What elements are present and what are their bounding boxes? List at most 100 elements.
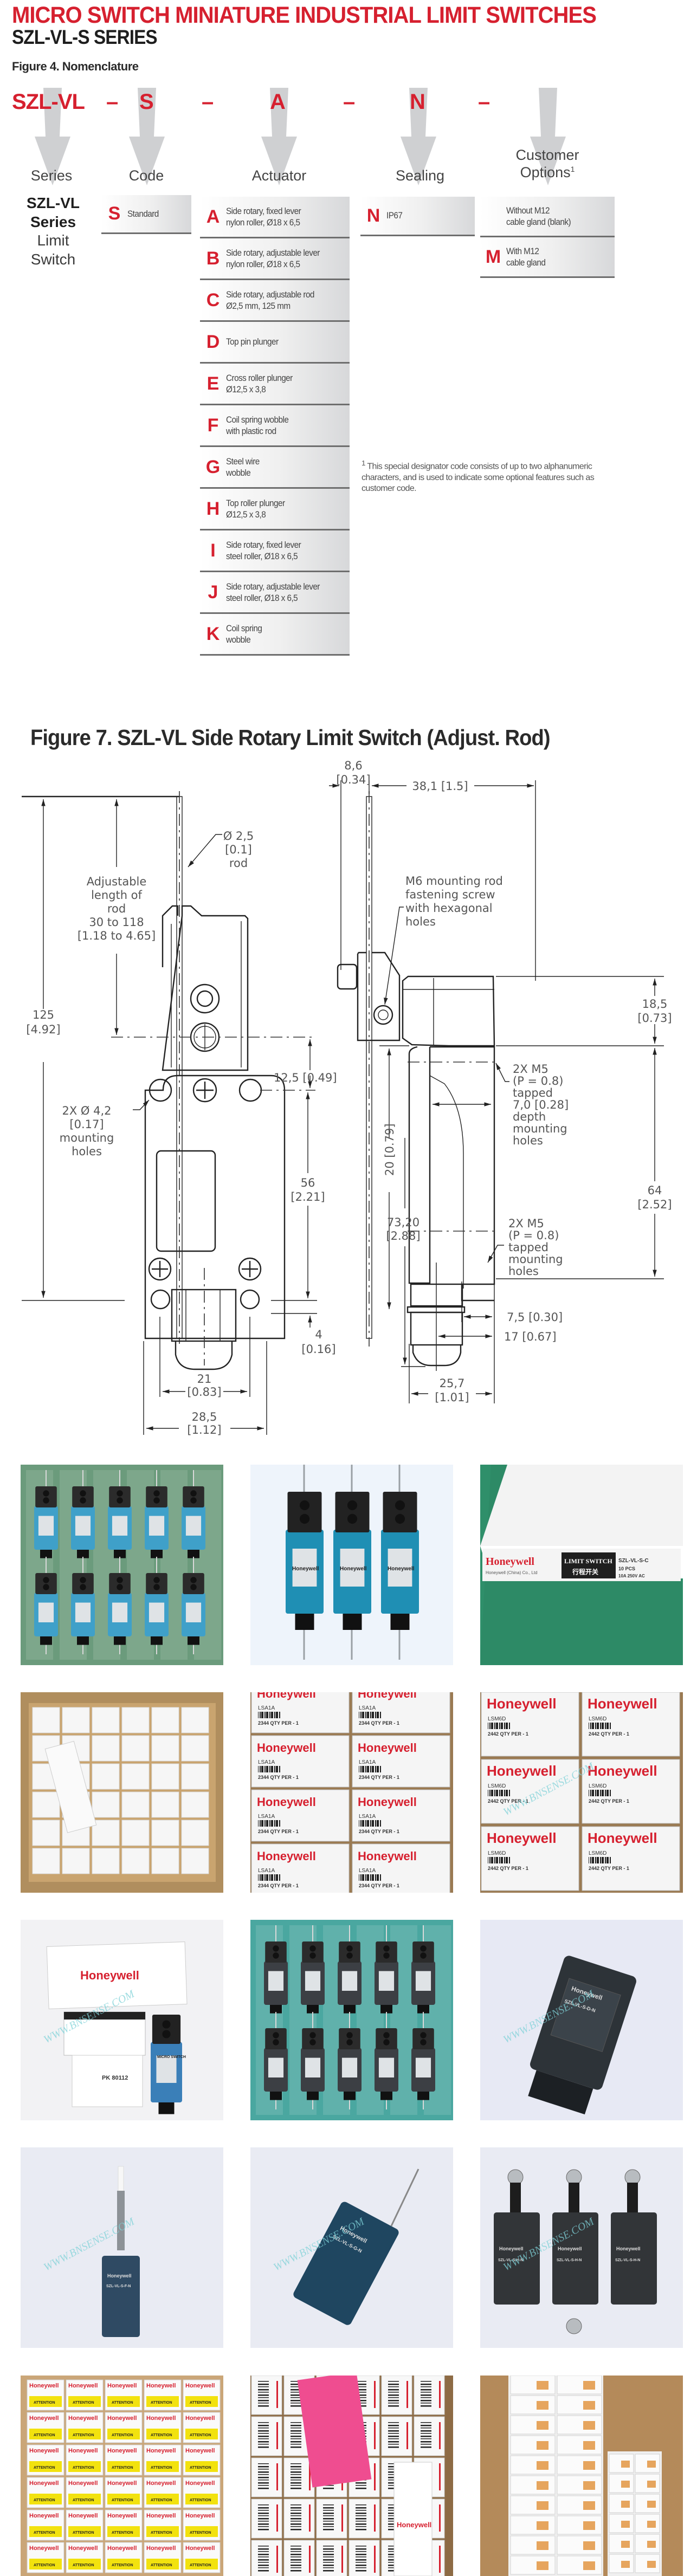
svg-text:Honeywell: Honeywell (257, 1692, 316, 1700)
option-letter: H (206, 498, 220, 519)
code-dash: – (202, 90, 214, 114)
svg-text:ATTENTION: ATTENTION (73, 2433, 94, 2437)
svg-text:2344 QTY PER - 1: 2344 QTY PER - 1 (359, 1829, 399, 1834)
mounting-hole (149, 1078, 172, 1102)
product-photo-black-switches-in-tray (250, 1920, 453, 2120)
m6-screw-label: M6 mounting rod (405, 875, 503, 888)
svg-text:ATTENTION: ATTENTION (112, 2466, 133, 2470)
svg-text:ATTENTION: ATTENTION (190, 2401, 211, 2405)
svg-text:Honeywell: Honeywell (29, 2448, 59, 2454)
option-description: Standard (127, 208, 159, 219)
svg-text:Honeywell: Honeywell (358, 1741, 417, 1755)
svg-text:ATTENTION: ATTENTION (34, 2499, 55, 2502)
svg-text:LSM6D: LSM6D (488, 1850, 506, 1856)
switch-body-side (408, 1046, 495, 1302)
m5-depth-label: 2X M5 (513, 1063, 548, 1076)
svg-text:Honeywell: Honeywell (388, 1566, 415, 1572)
svg-text:[0.1]: [0.1] (225, 843, 252, 856)
svg-text:LSA1A: LSA1A (359, 1814, 376, 1820)
svg-text:ATTENTION: ATTENTION (112, 2531, 133, 2535)
dim-12-5: 12,5 [0.49] (274, 1071, 337, 1084)
svg-text:tapped: tapped (508, 1241, 548, 1254)
svg-text:[1.12]: [1.12] (187, 1423, 221, 1436)
product-photo-carton-of-white-boxes (21, 1692, 223, 1893)
svg-text:[1.18 to 4.65]: [1.18 to 4.65] (78, 929, 156, 942)
svg-text:ATTENTION: ATTENTION (151, 2401, 172, 2405)
svg-text:with hexagonal: with hexagonal (405, 902, 493, 915)
option-letter: K (206, 623, 220, 644)
svg-text:[0.16]: [0.16] (301, 1343, 335, 1356)
svg-text:depth: depth (513, 1110, 546, 1123)
svg-text:ATTENTION: ATTENTION (190, 2433, 211, 2437)
svg-text:2442 QTY PER - 1: 2442 QTY PER - 1 (589, 1798, 629, 1804)
svg-text:SZL-VL-S-H-N: SZL-VL-S-H-N (498, 2258, 523, 2262)
front-view: 125 [4.92] Adjustable length of rod 30 t… (22, 791, 337, 1436)
svg-text:rod: rod (107, 902, 126, 915)
figure-7-title: Figure 7. SZL-VL Side Rotary Limit Switc… (30, 725, 551, 750)
label-window (156, 1150, 216, 1252)
svg-text:2344 QTY PER - 1: 2344 QTY PER - 1 (359, 1883, 399, 1888)
product-photo-carton-with-labelled-boxes (480, 2376, 683, 2576)
svg-text:LSM6D: LSM6D (589, 1783, 606, 1789)
code-dash: – (478, 90, 490, 114)
svg-text:[0.34]: [0.34] (336, 773, 370, 786)
svg-text:holes: holes (513, 1134, 543, 1147)
svg-text:fastening screw: fastening screw (405, 888, 495, 901)
svg-text:Honeywell: Honeywell (146, 2415, 176, 2422)
svg-text:Honeywell: Honeywell (397, 2521, 431, 2529)
switch-head-side (402, 975, 495, 1047)
svg-text:2344 QTY PER - 1: 2344 QTY PER - 1 (258, 1775, 299, 1780)
svg-text:Honeywell: Honeywell (107, 2480, 137, 2487)
svg-text:2442 QTY PER - 1: 2442 QTY PER - 1 (488, 1798, 528, 1804)
arrow-down-icon (34, 88, 72, 185)
svg-text:ATTENTION: ATTENTION (151, 2499, 172, 2502)
column-heading-customer-options: Customer Options1 (515, 147, 579, 181)
option-description: IP67 (386, 210, 403, 221)
dim-56: 56 (301, 1176, 315, 1189)
cover-screw-icon (238, 1257, 262, 1281)
svg-text:holes: holes (405, 915, 436, 928)
svg-text:(P = 0.8): (P = 0.8) (513, 1075, 563, 1088)
svg-text:LSM6D: LSM6D (589, 1850, 606, 1856)
svg-text:LIMIT SWITCH: LIMIT SWITCH (564, 1557, 612, 1565)
dim-125-in: [4.92] (26, 1023, 60, 1036)
arrow-down-icon (260, 88, 298, 185)
svg-text:length of: length of (91, 889, 142, 902)
svg-text:ATTENTION: ATTENTION (151, 2531, 172, 2535)
svg-text:Honeywell: Honeywell (340, 1566, 367, 1572)
svg-text:LSA1A: LSA1A (258, 1759, 275, 1765)
dim-25-7: 25,7 (440, 1377, 465, 1390)
svg-text:ATTENTION: ATTENTION (73, 2499, 94, 2502)
svg-text:ATTENTION: ATTENTION (190, 2564, 211, 2567)
option-letter: B (206, 248, 220, 269)
svg-text:Honeywell: Honeywell (146, 2448, 176, 2454)
dim-21: 21 (197, 1373, 212, 1386)
svg-text:Honeywell: Honeywell (68, 2513, 98, 2519)
svg-text:ATTENTION: ATTENTION (112, 2499, 133, 2502)
svg-text:[0.17]: [0.17] (69, 1118, 104, 1131)
product-photo-blue-limit-switches-in-green-tray (21, 1465, 223, 1665)
svg-text:Honeywell: Honeywell (107, 2383, 137, 2389)
svg-text:ATTENTION: ATTENTION (151, 2433, 172, 2437)
option-letter: C (206, 289, 220, 310)
svg-text:Honeywell: Honeywell (107, 2545, 137, 2552)
svg-text:ATTENTION: ATTENTION (34, 2531, 55, 2535)
page-title: MICRO SWITCH MINIATURE INDUSTRIAL LIMIT … (12, 2, 597, 28)
